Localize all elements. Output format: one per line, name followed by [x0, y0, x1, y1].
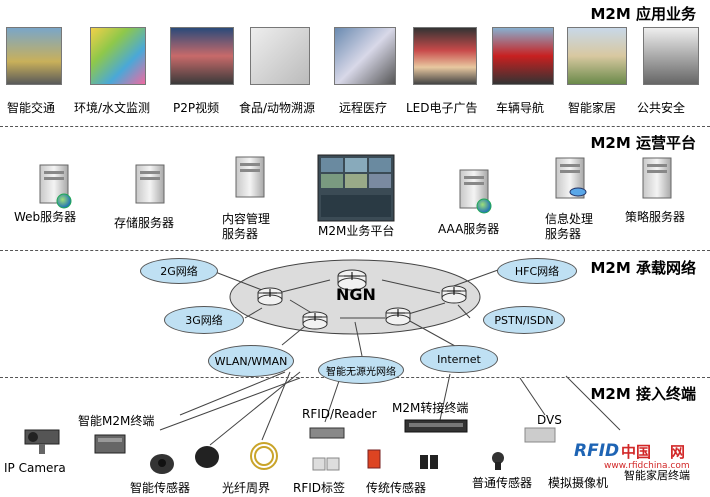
server-label: 内容管理 — [222, 212, 271, 226]
network-node-3g: 3G网络 — [164, 306, 244, 334]
photo-smart-home — [567, 27, 627, 85]
header-platform: M2M 运营平台 — [590, 134, 696, 152]
app-label: 远程医疗 — [339, 101, 388, 115]
watermark-brand: RFID — [574, 441, 620, 461]
terminal-label: DVS — [537, 413, 562, 427]
server-label: 服务器 — [222, 227, 259, 241]
photo-traceability — [250, 27, 310, 85]
server-label: AAA服务器 — [438, 222, 500, 236]
terminal-devices — [24, 419, 556, 474]
photo-navigation — [492, 27, 554, 85]
app-label: LED电子广告 — [406, 101, 478, 115]
app-label: 智能交通 — [7, 101, 56, 115]
photo-environment — [90, 27, 146, 85]
header-terminal: M2M 接入终端 — [590, 385, 696, 403]
app-label: 食品/动物溯源 — [239, 101, 316, 115]
terminal-label: 智能传感器 — [130, 481, 191, 495]
server-icons — [39, 154, 672, 222]
header-apps: M2M 应用业务 — [590, 5, 696, 23]
photo-public-safety — [643, 27, 699, 85]
terminal-label: 智能M2M终端 — [78, 414, 155, 428]
app-label: 智能家居 — [568, 101, 617, 115]
network-node-2g: 2G网络 — [140, 258, 218, 284]
terminal-label: 模拟摄像机 — [548, 476, 609, 490]
watermark-site: 中国 — [621, 443, 652, 461]
photo-led-ad — [413, 27, 477, 85]
app-label: P2P视频 — [173, 101, 220, 115]
ngn-cloud — [229, 259, 481, 335]
terminal-label: M2M转接终端 — [392, 401, 469, 415]
terminal-label: 智能家居终端 — [624, 469, 690, 482]
terminal-connectors — [159, 371, 621, 446]
server-label: 服务器 — [545, 227, 582, 241]
photo-telemedicine — [334, 27, 396, 85]
app-label: 公共安全 — [637, 101, 686, 115]
server-label: M2M业务平台 — [318, 224, 395, 238]
photo-p2p-video — [170, 27, 234, 85]
network-node-pstn: PSTN/ISDN — [483, 306, 565, 334]
watermark-url: www.rfidchina.com — [604, 461, 690, 471]
server-label: 信息处理 — [545, 212, 594, 226]
terminal-label: 光纤周界 — [222, 481, 271, 495]
terminal-label: RFID/Reader — [302, 407, 377, 421]
server-label: Web服务器 — [14, 210, 77, 224]
divider-1 — [0, 126, 710, 127]
server-label: 策略服务器 — [625, 210, 686, 224]
terminal-label: IP Camera — [4, 461, 66, 475]
app-label: 环境/水文监测 — [74, 101, 151, 115]
terminal-label: 普通传感器 — [472, 476, 533, 490]
server-label: 存储服务器 — [114, 216, 175, 230]
network-node-wlan: WLAN/WMAN — [208, 345, 294, 377]
router-icons — [257, 269, 467, 330]
photo-traffic — [6, 27, 62, 85]
terminal-label: 传统传感器 — [366, 481, 427, 495]
watermark-net: 网 — [670, 443, 686, 461]
header-network: M2M 承载网络 — [590, 259, 696, 277]
terminal-label: RFID标签 — [293, 481, 346, 495]
network-node-internet: Internet — [420, 345, 498, 373]
network-node-hfc: HFC网络 — [497, 258, 577, 284]
divider-2 — [0, 250, 710, 251]
network-node-pon: 智能无源光网络 — [318, 356, 404, 384]
ngn-label: NGN — [336, 285, 376, 304]
app-label: 车辆导航 — [496, 101, 545, 115]
